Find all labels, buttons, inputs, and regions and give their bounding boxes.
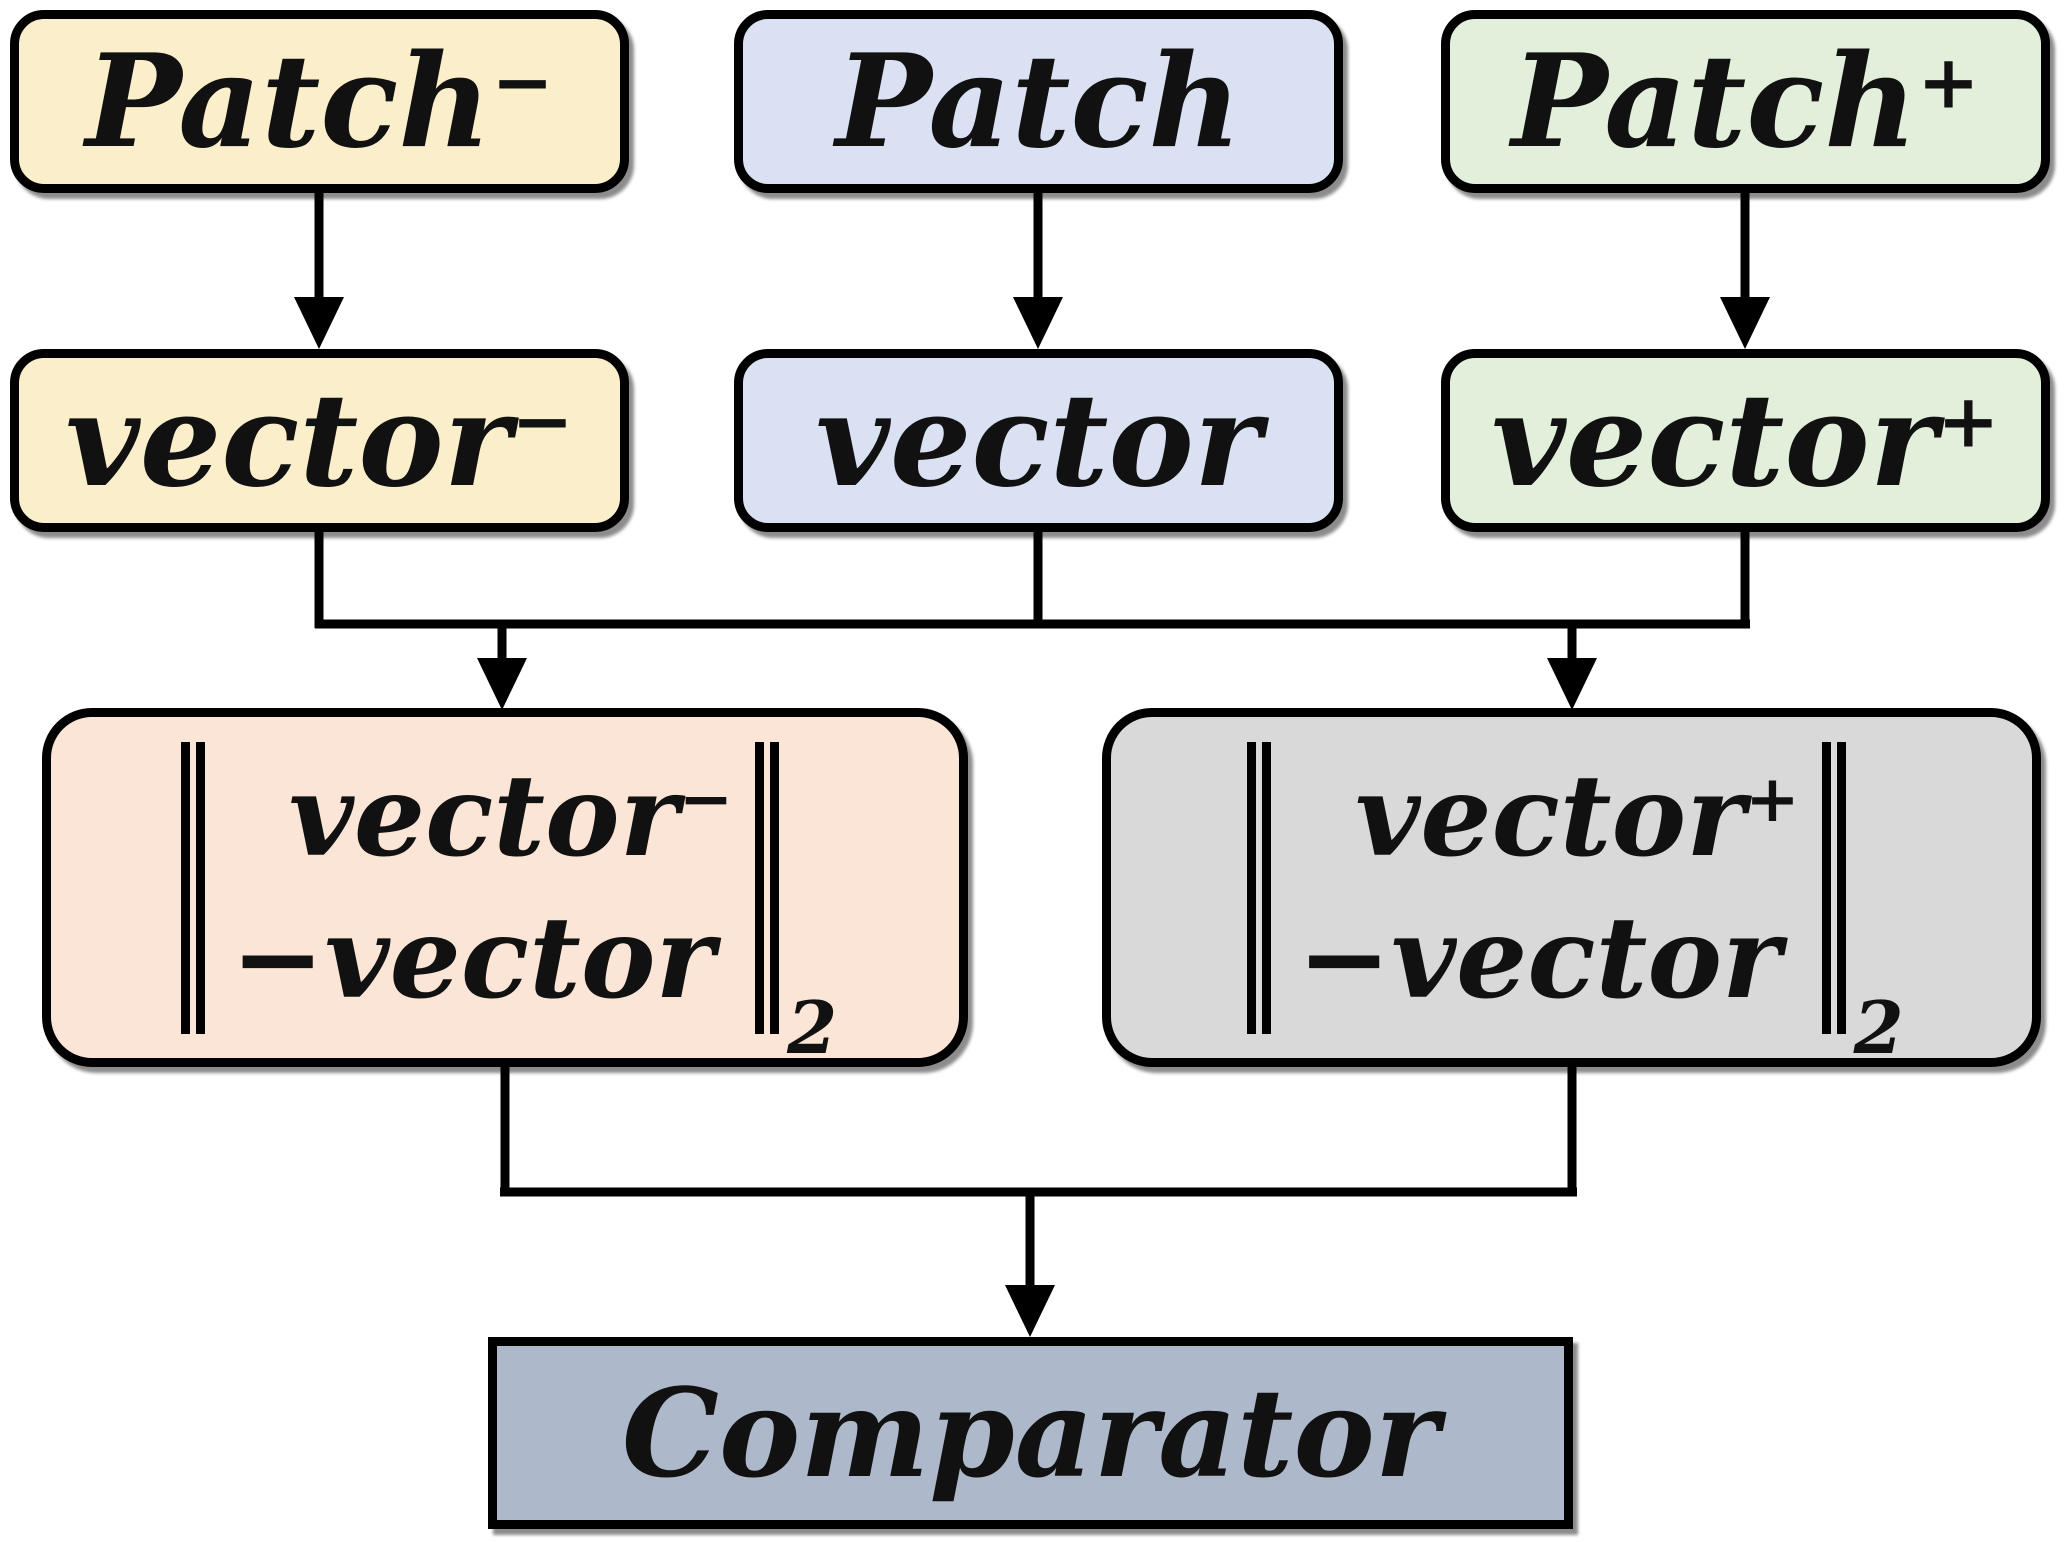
norm-neg-expression: vector− −vector 2 <box>180 741 837 1063</box>
superscript-plus: + <box>1917 36 1980 125</box>
vector-pos-label: vector+ <box>1491 365 2000 516</box>
arrow-bus2-to-comparator <box>1005 1192 1055 1337</box>
vector-label: vector <box>815 365 1262 516</box>
norm-pos-box: vector+ −vector 2 <box>1102 708 2041 1067</box>
double-bar-open <box>180 741 205 1034</box>
superscript-plus: + <box>1937 375 2000 464</box>
patch-neg-box: Patch− <box>10 10 629 193</box>
subscript-two: 2 <box>1853 984 1904 1070</box>
double-bar-close <box>1821 741 1846 1034</box>
norm-pos-line1: vector+ <box>1355 751 1800 883</box>
arrow-bus1-to-normpos <box>1547 624 1597 710</box>
superscript-plus: + <box>1745 761 1800 838</box>
patch-pos-box: Patch+ <box>1441 10 2050 193</box>
vector-box: vector <box>734 349 1343 532</box>
arrow-patchpos-to-vectorpos <box>1720 193 1770 349</box>
subscript-two: 2 <box>787 984 838 1070</box>
superscript-minus: − <box>511 375 574 464</box>
double-bar-open <box>1247 741 1272 1034</box>
patch-pos-label: Patch+ <box>1511 26 1980 177</box>
superscript-minus: − <box>491 36 554 125</box>
comparator-box: Comparator <box>488 1337 1573 1529</box>
arrow-patch-to-vector <box>1013 193 1063 349</box>
arrow-bus1-to-normneg <box>477 624 527 710</box>
norm-neg-line2: −vector <box>230 892 715 1024</box>
norm-neg-box: vector− −vector 2 <box>42 708 968 1067</box>
vector-neg-box: vector− <box>10 349 629 532</box>
norm-pos-line2: −vector <box>1297 892 1782 1024</box>
vector-neg-label: vector− <box>65 365 574 516</box>
arrow-patchneg-to-vectorneg <box>294 193 344 349</box>
double-bar-close <box>755 741 780 1034</box>
norm-pos-expression: vector+ −vector 2 <box>1247 741 1904 1063</box>
patch-label: Patch <box>835 26 1242 177</box>
patch-neg-label: Patch− <box>85 26 554 177</box>
vector-pos-box: vector+ <box>1441 349 2050 532</box>
patch-box: Patch <box>734 10 1343 193</box>
superscript-minus: − <box>678 761 734 838</box>
comparator-label: Comparator <box>621 1361 1440 1505</box>
norm-neg-line1: vector− <box>288 751 734 883</box>
